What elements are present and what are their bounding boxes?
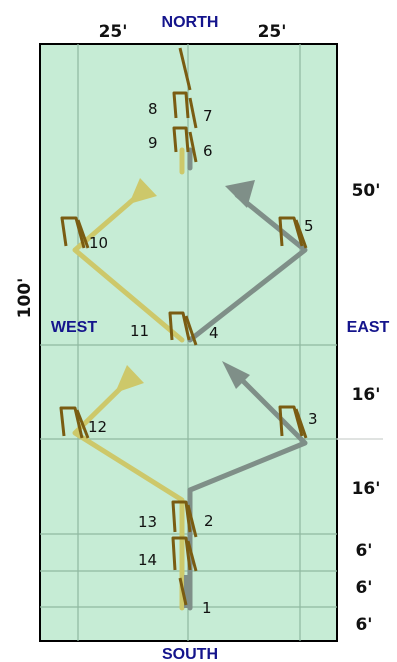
step-number: 1	[202, 599, 212, 617]
step-number: 3	[308, 410, 318, 428]
footprint-12	[59, 406, 84, 439]
step-number: 7	[203, 107, 213, 125]
footprint-13	[171, 500, 192, 533]
footprint-12-heel	[75, 409, 90, 439]
east-label: EAST	[347, 319, 390, 336]
west-label: WEST	[51, 319, 97, 336]
footprints	[59, 47, 308, 606]
footprint-1	[186, 540, 198, 572]
footprint-3	[278, 405, 304, 437]
yellow-arrow-upper	[129, 178, 157, 204]
footprint-5-heel	[294, 219, 308, 249]
footprint-10-heel	[76, 219, 90, 249]
gray-arrow-upper	[225, 180, 255, 208]
yellow-path	[72, 147, 185, 611]
step-number: 12	[88, 418, 107, 436]
footprint-9	[172, 126, 190, 153]
segment-6a-label: 6'	[355, 541, 372, 561]
width-label-right: 25'	[258, 22, 287, 42]
yellow-arrow-lower	[115, 365, 144, 393]
step-number: 11	[130, 322, 149, 340]
step-number: 9	[148, 134, 158, 152]
footprint-3-heel	[294, 408, 308, 439]
footprint-2	[186, 504, 198, 538]
gray-arrow-lower	[222, 361, 250, 389]
footprint-6	[188, 131, 198, 163]
total-length-label: 100'	[15, 278, 35, 319]
footprint-7	[188, 97, 198, 129]
footprint-10	[60, 216, 86, 249]
step-number: 5	[304, 217, 314, 235]
footprint-start-entry	[178, 47, 192, 91]
footprint-5	[278, 216, 304, 247]
width-label-left: 25'	[99, 22, 128, 42]
north-label: NORTH	[162, 14, 219, 31]
footprint-8	[172, 91, 190, 119]
segment-50-label: 50'	[352, 181, 381, 201]
footprint-14	[171, 536, 192, 571]
step-number: 4	[209, 324, 219, 342]
step-number: 6	[203, 142, 213, 160]
step-number: 8	[148, 100, 158, 118]
segment-16b-label: 16'	[352, 479, 381, 499]
step-number: 14	[138, 551, 157, 569]
segment-16a-label: 16'	[352, 385, 381, 405]
segment-6b-label: 6'	[355, 578, 372, 598]
step-number: 13	[138, 513, 157, 531]
step-number: 2	[204, 512, 214, 530]
step-numbers: 1 2 3 4 5 6 7 8 9 10 11 12 13 14	[88, 100, 318, 617]
footprint-4	[184, 315, 198, 346]
footprint-exit	[178, 577, 188, 606]
south-label: SOUTH	[162, 646, 218, 662]
footprint-11	[168, 311, 191, 341]
step-number: 10	[89, 234, 108, 252]
segment-6c-label: 6'	[355, 615, 372, 635]
